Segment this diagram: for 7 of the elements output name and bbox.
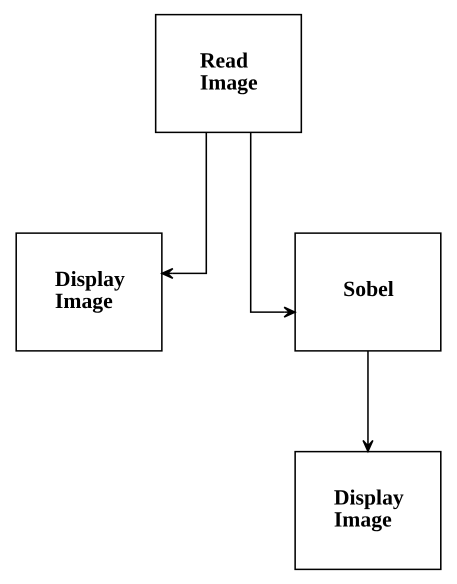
node-box: Display Image (15, 232, 163, 352)
arrow (362, 351, 374, 452)
node-box: Sobel (294, 232, 442, 352)
arrow (250, 132, 296, 318)
node-box: Display Image (294, 450, 442, 570)
node-box: Read Image (154, 14, 302, 134)
arrow (161, 132, 208, 280)
